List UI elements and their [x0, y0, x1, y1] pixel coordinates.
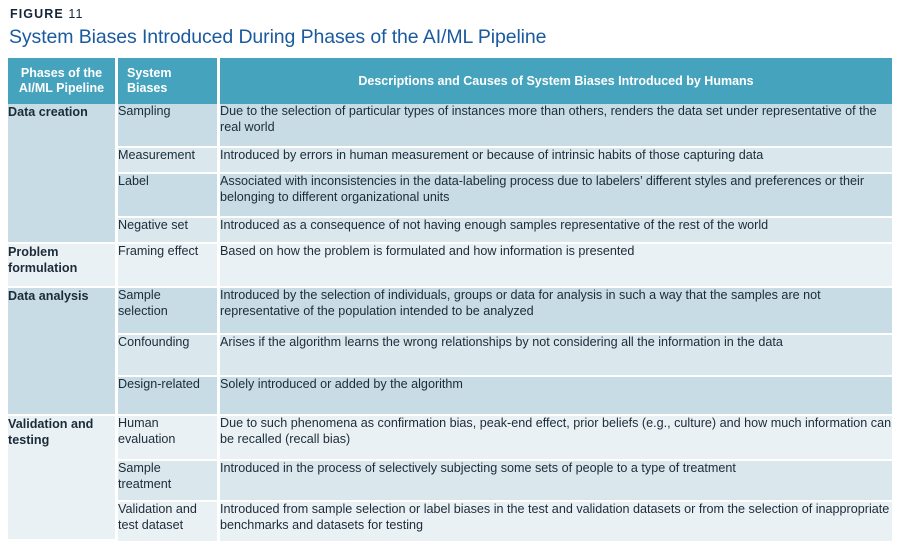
description-cell-sample-treatment: Introduced in the process of selectively… — [220, 461, 892, 502]
description-cell-confounding: Arises if the algorithm learns the wrong… — [220, 334, 892, 378]
description-cell-measurement: Introduced by errors in human measuremen… — [220, 148, 892, 174]
description-cell-label: Associated with inconsistencies in the d… — [220, 174, 892, 218]
figure-label-number: 11 — [68, 7, 84, 21]
table-row: Validation and test dataset Introduced f… — [8, 502, 892, 541]
table-row: Problem formulation Framing effect Based… — [8, 244, 892, 288]
phase-cell-validation-and-testing: Validation and testing — [8, 416, 118, 541]
bias-label-line1: Sample — [118, 288, 161, 302]
bias-cell-framing-effect: Framing effect — [118, 244, 220, 288]
bias-cell-design-related: Design-related — [118, 377, 220, 416]
table-row: Confounding Arises if the algorithm lear… — [8, 334, 892, 378]
bias-label-line1: Human — [118, 416, 159, 430]
table-row: Data creation Sampling Due to the select… — [8, 104, 892, 244]
phase-label-line2: testing — [8, 433, 50, 447]
bias-cell-human-evaluation: Human evaluation — [118, 416, 220, 461]
bias-table: Phases of the AI/ML Pipeline System Bias… — [8, 58, 892, 541]
bias-label-line2: evaluation — [118, 431, 176, 446]
bias-cell-sample-selection: Sample selection — [118, 288, 220, 335]
phase-cell-problem-formulation: Problem formulation — [8, 244, 118, 288]
column-header-phases-line1: Phases of the — [20, 66, 103, 80]
table-header-row: Phases of the AI/ML Pipeline System Bias… — [8, 58, 892, 104]
bias-cell-label: Label — [118, 174, 220, 218]
bias-label-line1: Sample — [118, 461, 161, 475]
phase-cell-data-creation: Data creation — [8, 104, 118, 244]
column-header-phases-line2: AI/ML Pipeline — [18, 81, 105, 95]
description-cell-design-related: Solely introduced or added by the algori… — [220, 377, 892, 416]
phase-label-line1: Problem — [8, 245, 59, 259]
column-header-system-biases: System Biases — [118, 58, 220, 104]
description-cell-sampling: Due to the selection of particular types… — [220, 104, 892, 148]
description-cell-validation-and-test-dataset: Introduced from sample selection or labe… — [220, 502, 892, 541]
column-header-phases: Phases of the AI/ML Pipeline — [8, 58, 118, 104]
table-row: Measurement Introduced by errors in huma… — [8, 148, 892, 174]
table-row: Data analysis Sample selection Introduce… — [8, 288, 892, 416]
bias-label-line2: selection — [118, 303, 168, 318]
description-cell-sample-selection: Introduced by the selection of individua… — [220, 288, 892, 335]
table-row: Design-related Solely introduced or adde… — [8, 377, 892, 416]
description-cell-negative-set: Introduced as a consequence of not havin… — [220, 218, 892, 244]
table-row: Label Associated with inconsistencies in… — [8, 174, 892, 218]
phase-cell-data-analysis: Data analysis — [8, 288, 118, 416]
table-row: Validation and testing Human evaluation … — [8, 416, 892, 541]
table-row: Sample treatment Introduced in the proce… — [8, 461, 892, 502]
bias-cell-confounding: Confounding — [118, 334, 220, 378]
phase-label-line1: Validation and — [8, 417, 94, 431]
description-cell-framing-effect: Based on how the problem is formulated a… — [220, 244, 892, 288]
bias-cell-negative-set: Negative set — [118, 218, 220, 244]
column-header-descriptions: Descriptions and Causes of System Biases… — [220, 58, 892, 104]
table-row: Negative set Introduced as a consequence… — [8, 218, 892, 244]
description-cell-human-evaluation: Due to such phenomena as confirmation bi… — [220, 416, 892, 461]
bias-cell-sample-treatment: Sample treatment — [118, 461, 220, 502]
bias-cell-validation-and-test-dataset: Validation and test dataset — [118, 502, 220, 541]
bias-label-line2: test dataset — [118, 517, 184, 532]
bias-label-line2: treatment — [118, 476, 172, 491]
bias-label-line1: Validation and — [118, 502, 197, 516]
figure-title: System Biases Introduced During Phases o… — [9, 26, 547, 48]
figure-label: FIGURE 11 — [10, 6, 84, 22]
bias-cell-sampling: Sampling — [118, 104, 220, 148]
bias-cell-measurement: Measurement — [118, 148, 220, 174]
phase-label-line2: formulation — [8, 261, 78, 275]
figure-label-word: FIGURE — [10, 7, 64, 21]
